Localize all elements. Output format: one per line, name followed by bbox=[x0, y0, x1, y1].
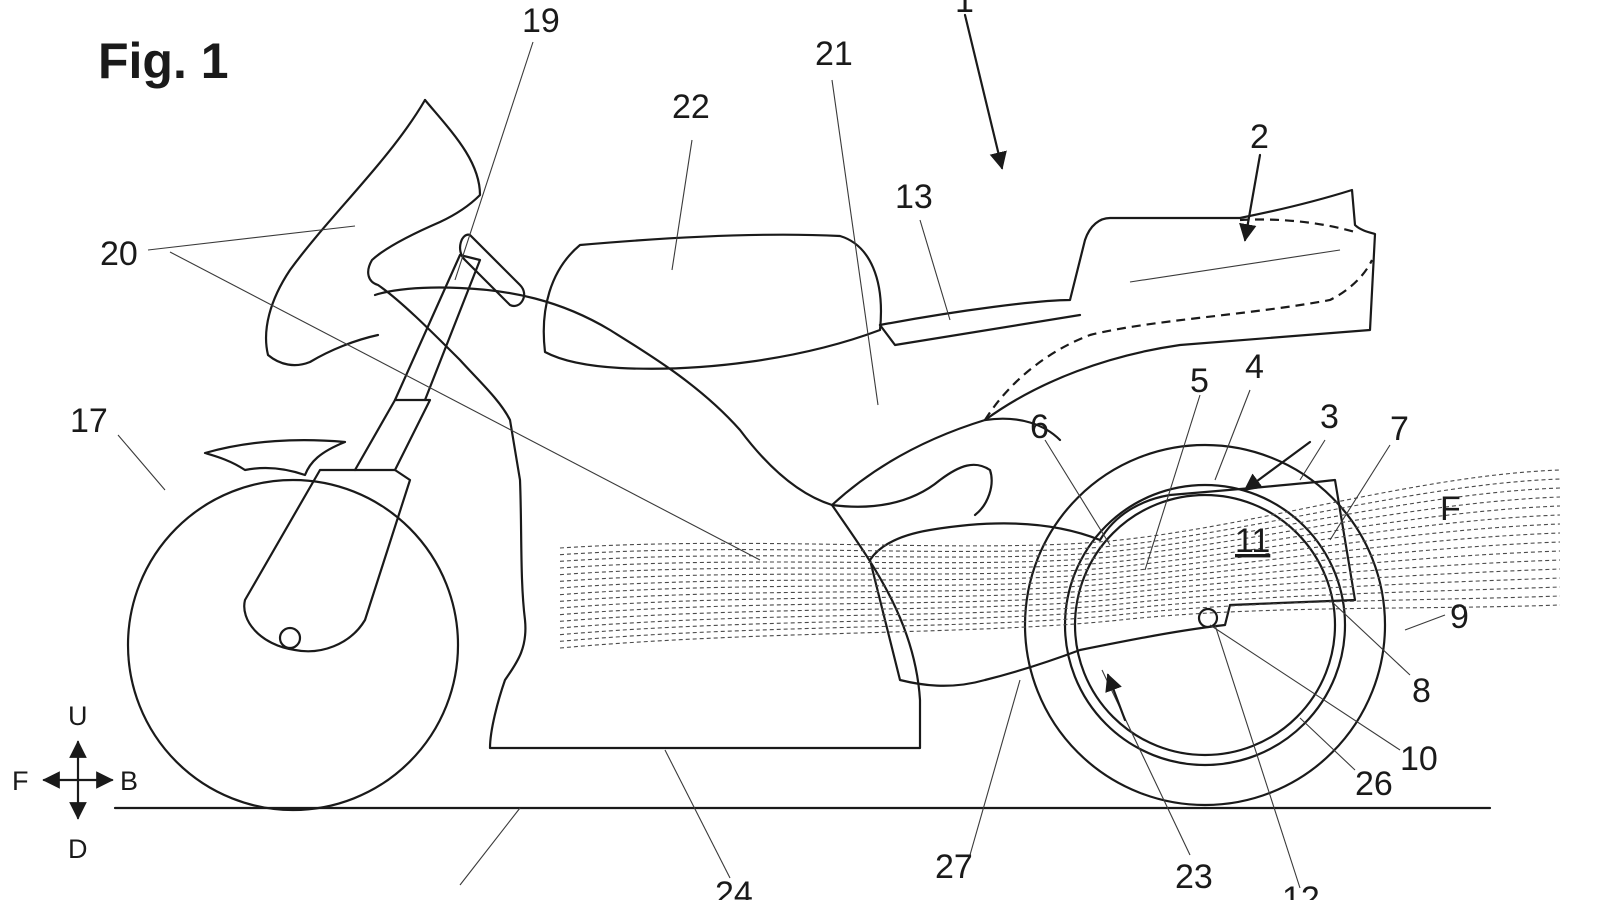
ref-23: 23 bbox=[1175, 858, 1213, 896]
ref-12: 12 bbox=[1282, 880, 1320, 900]
air-flow-line bbox=[559, 604, 1561, 649]
ref-26: 26 bbox=[1355, 765, 1393, 803]
air-flow-line bbox=[559, 586, 1561, 636]
swingarm-pivot bbox=[1197, 607, 1219, 629]
air-flow-line bbox=[559, 514, 1561, 582]
duct-cowling bbox=[830, 463, 993, 517]
fuel-tank bbox=[542, 233, 882, 370]
ref-2: 2 bbox=[1250, 118, 1269, 156]
ref-27: 27 bbox=[935, 848, 973, 886]
air-flow-line bbox=[559, 568, 1561, 622]
direction-up-label: U bbox=[68, 701, 88, 731]
rear-wheel bbox=[1023, 443, 1387, 807]
ref-10: 10 bbox=[1400, 740, 1438, 778]
direction-back-label: B bbox=[120, 766, 138, 796]
ref-19: 19 bbox=[522, 2, 560, 40]
air-flow-line bbox=[559, 532, 1561, 596]
air-flow-line bbox=[559, 469, 1561, 549]
air-flow-line bbox=[559, 487, 1561, 562]
front-fork bbox=[203, 233, 526, 653]
ref-1: 1 bbox=[955, 0, 974, 20]
air-flow-line bbox=[559, 550, 1561, 609]
ref-5: 5 bbox=[1190, 362, 1209, 400]
air-flow-line bbox=[559, 541, 1561, 602]
ref-3: 3 bbox=[1320, 398, 1339, 436]
ref-7: 7 bbox=[1390, 410, 1409, 448]
air-flow-hatching bbox=[559, 469, 1561, 649]
ref-13: 13 bbox=[895, 178, 933, 216]
reference-arrows bbox=[963, 13, 1312, 722]
air-flow-line bbox=[559, 559, 1561, 616]
ref-11: 11 bbox=[1235, 522, 1270, 560]
ref-6: 6 bbox=[1030, 408, 1049, 446]
air-flow-line bbox=[559, 496, 1561, 569]
leader-lines bbox=[117, 41, 1446, 889]
air-flow-line bbox=[559, 595, 1561, 642]
direction-front-label: F bbox=[12, 766, 29, 796]
ref-21: 21 bbox=[815, 35, 853, 73]
direction-indicator: U D F B bbox=[12, 701, 138, 864]
front-fairing bbox=[264, 98, 922, 750]
ref-22: 22 bbox=[672, 88, 710, 126]
direction-down-label: D bbox=[68, 834, 88, 864]
flow-label: F bbox=[1440, 490, 1461, 528]
ref-17: 17 bbox=[70, 402, 108, 440]
swingarm-duct bbox=[868, 478, 1357, 687]
air-flow-line bbox=[559, 577, 1561, 629]
ref-20: 20 bbox=[100, 235, 138, 273]
ref-8: 8 bbox=[1412, 672, 1431, 710]
air-flow-line bbox=[559, 505, 1561, 576]
front-wheel bbox=[126, 478, 460, 812]
air-flow-line bbox=[559, 523, 1561, 589]
figure-title: Fig. 1 bbox=[98, 33, 229, 89]
body-frame bbox=[830, 417, 1062, 507]
ref-24: 24 bbox=[715, 875, 753, 900]
seat-tail bbox=[878, 188, 1377, 422]
ref-4: 4 bbox=[1245, 348, 1264, 386]
ref-9: 9 bbox=[1450, 598, 1469, 636]
